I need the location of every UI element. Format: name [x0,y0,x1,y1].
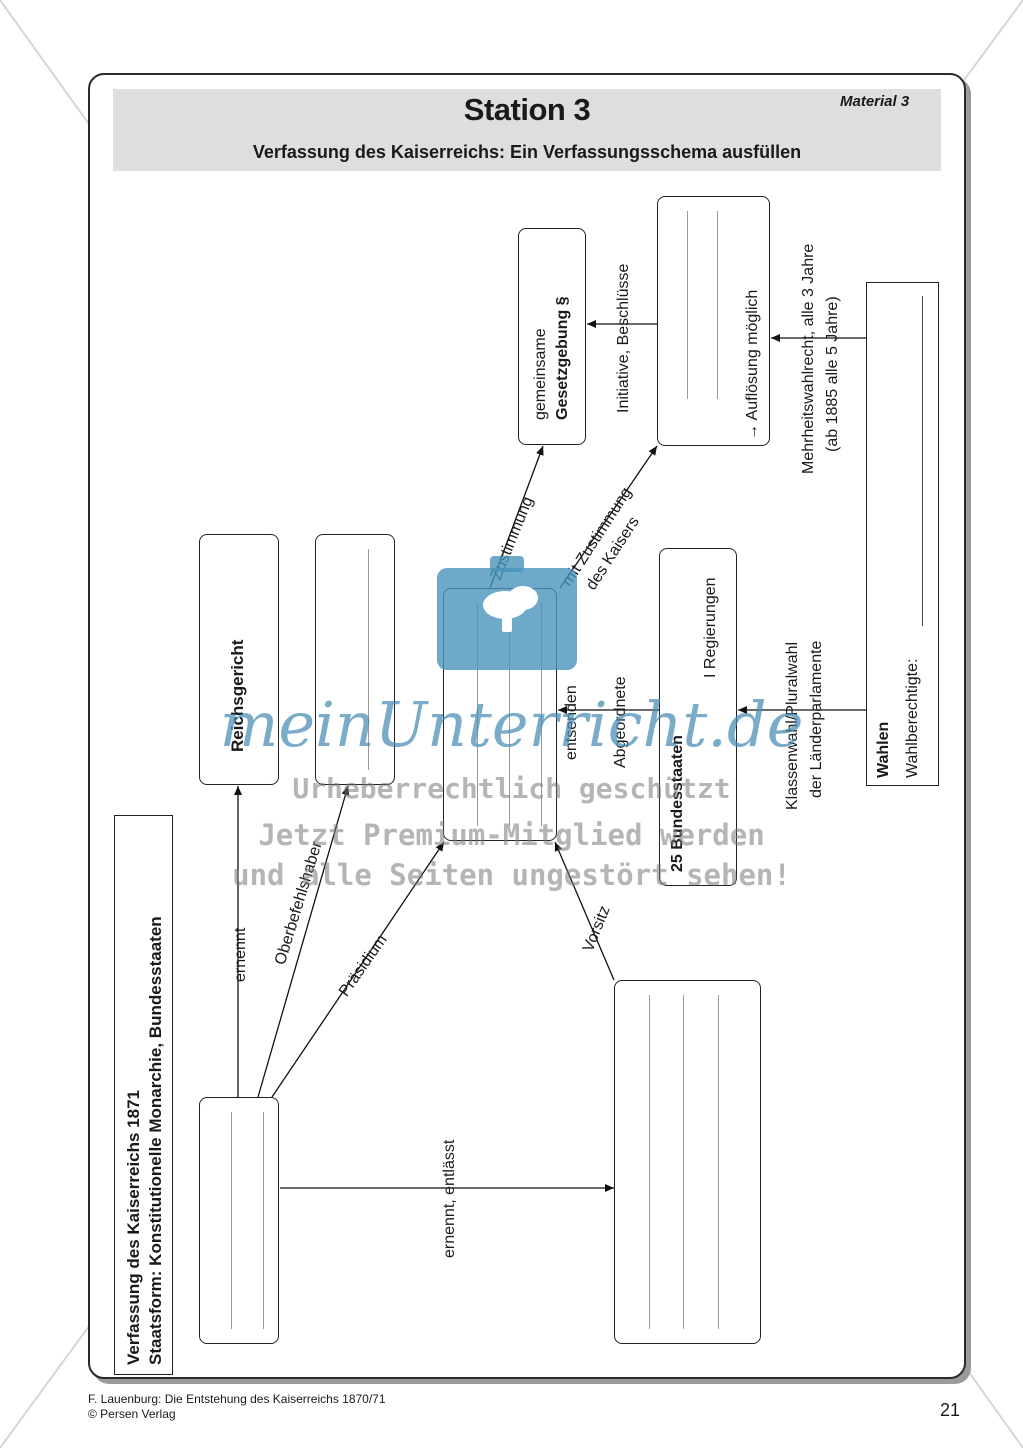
watermark-line3: und alle Seiten ungestört sehen! [232,858,791,892]
watermark-line2: Jetzt Premium-Mitglied werden [258,818,765,852]
gesetzgebung-box [518,228,586,445]
kaiser-box[interactable] [199,1097,279,1344]
page-number: 21 [940,1400,961,1420]
footer: F. Lauenburg: Die Entstehung des Kaiserr… [88,1392,386,1422]
footer-source: F. Lauenburg: Die Entstehung des Kaiserr… [88,1392,386,1406]
watermark-brand: meinUnterricht.de [219,688,804,761]
verfassung-box [114,815,173,1375]
wahlen-box [866,282,939,786]
station-title: Station 3 [463,92,591,127]
reichsgericht-box [199,534,279,785]
footer-copyright: © Persen Verlag [88,1407,176,1421]
reichskanzler-box[interactable] [614,980,761,1344]
station-subtitle: Verfassung des Kaiserreichs: Ein Verfass… [252,142,802,162]
wahlberechtigte-line[interactable] [922,296,923,626]
bundesstaaten-box [659,548,737,886]
reichstag-box[interactable] [657,196,770,446]
header-band [113,89,941,171]
material-label: Material 3 [840,93,910,110]
watermark-line1: Urheberrechtlich geschützt [292,772,731,805]
militaer-box[interactable] [315,534,395,785]
